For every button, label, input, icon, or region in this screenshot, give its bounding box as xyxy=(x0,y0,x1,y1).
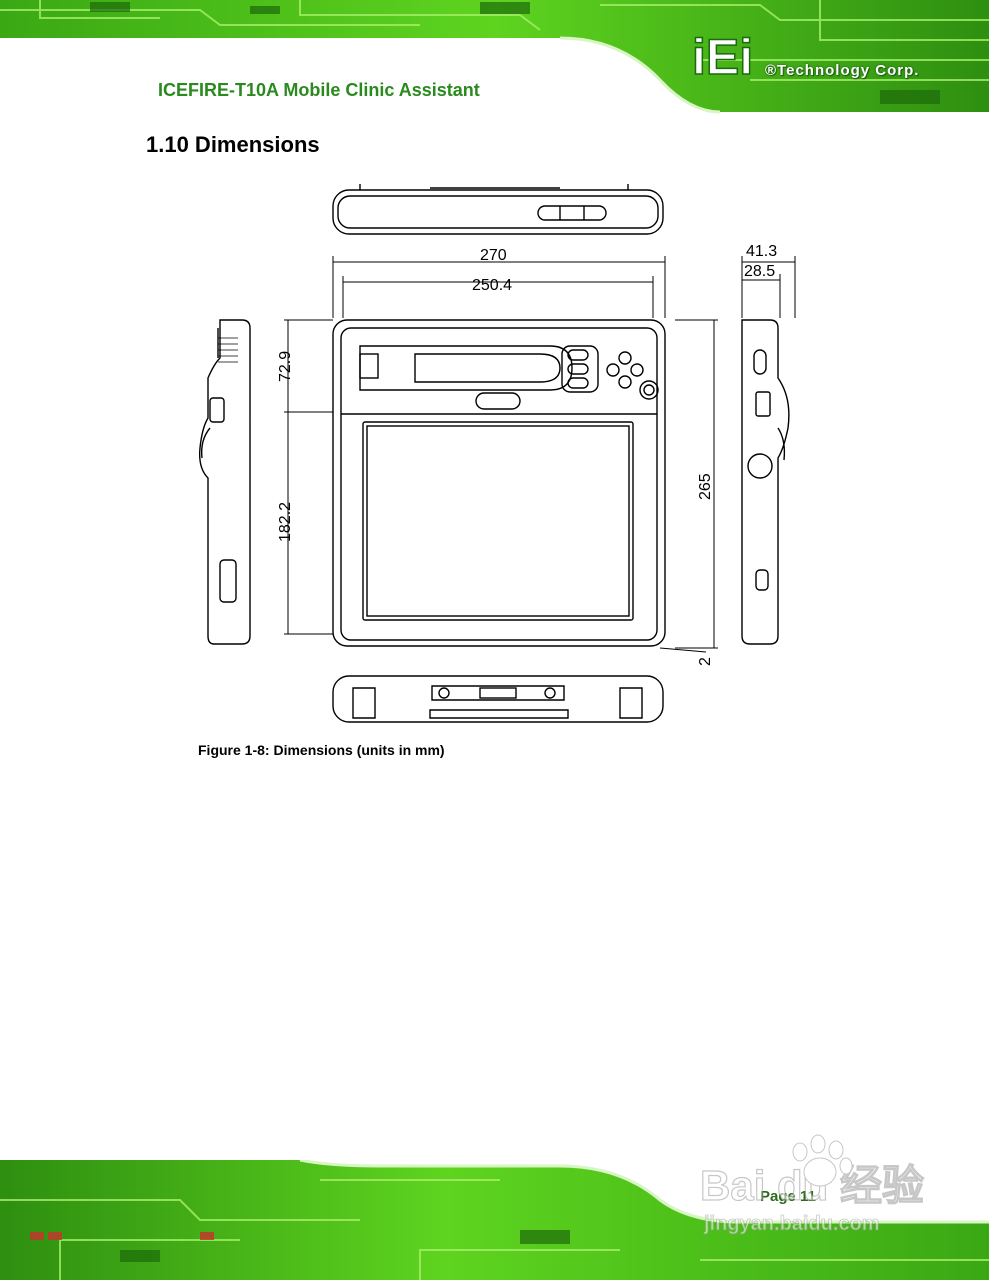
front-view xyxy=(332,319,666,647)
dim-overall-depth: 41.3 xyxy=(746,243,777,260)
watermark-url: jingyan.baidu.com xyxy=(703,1213,880,1235)
paw-icon xyxy=(792,1134,853,1187)
baidu-watermark: Bai du 经验 jingyan.baidu.com xyxy=(700,1134,925,1235)
brand-logo-text: iEi xyxy=(692,29,753,82)
dim-top-section-height: 72.9 xyxy=(277,351,294,382)
dim-overall-width: 270 xyxy=(480,247,507,264)
dim-bottom-offset: 2 xyxy=(697,657,714,666)
circuit-board-header-graphic xyxy=(0,0,989,118)
section-heading: 1.10 Dimensions xyxy=(146,132,320,157)
document-title: ICEFIRE-T10A Mobile Clinic Assistant xyxy=(158,80,480,100)
brand-name: ®Technology Corp. xyxy=(765,62,920,79)
top-view xyxy=(332,184,664,235)
dim-inner-depth: 28.5 xyxy=(744,263,775,280)
dimensions-drawing: 270 250.4 41.3 28.5 72.9 182.2 265 2 xyxy=(198,184,796,723)
dim-screen-section-height: 182.2 xyxy=(277,502,294,542)
left-side-view xyxy=(198,319,251,645)
dim-inner-width: 250.4 xyxy=(472,277,512,294)
page-number: Page 11 xyxy=(760,1188,816,1205)
figure-caption: Figure 1-8: Dimensions (units in mm) xyxy=(198,742,445,758)
header-banner: ICEFIRE-T10A Mobile Clinic Assistant iEi… xyxy=(0,0,989,118)
dim-overall-height: 265 xyxy=(697,473,714,500)
right-side-view xyxy=(741,319,790,645)
bottom-view xyxy=(332,675,664,723)
iei-logo: iEi xyxy=(691,28,754,82)
